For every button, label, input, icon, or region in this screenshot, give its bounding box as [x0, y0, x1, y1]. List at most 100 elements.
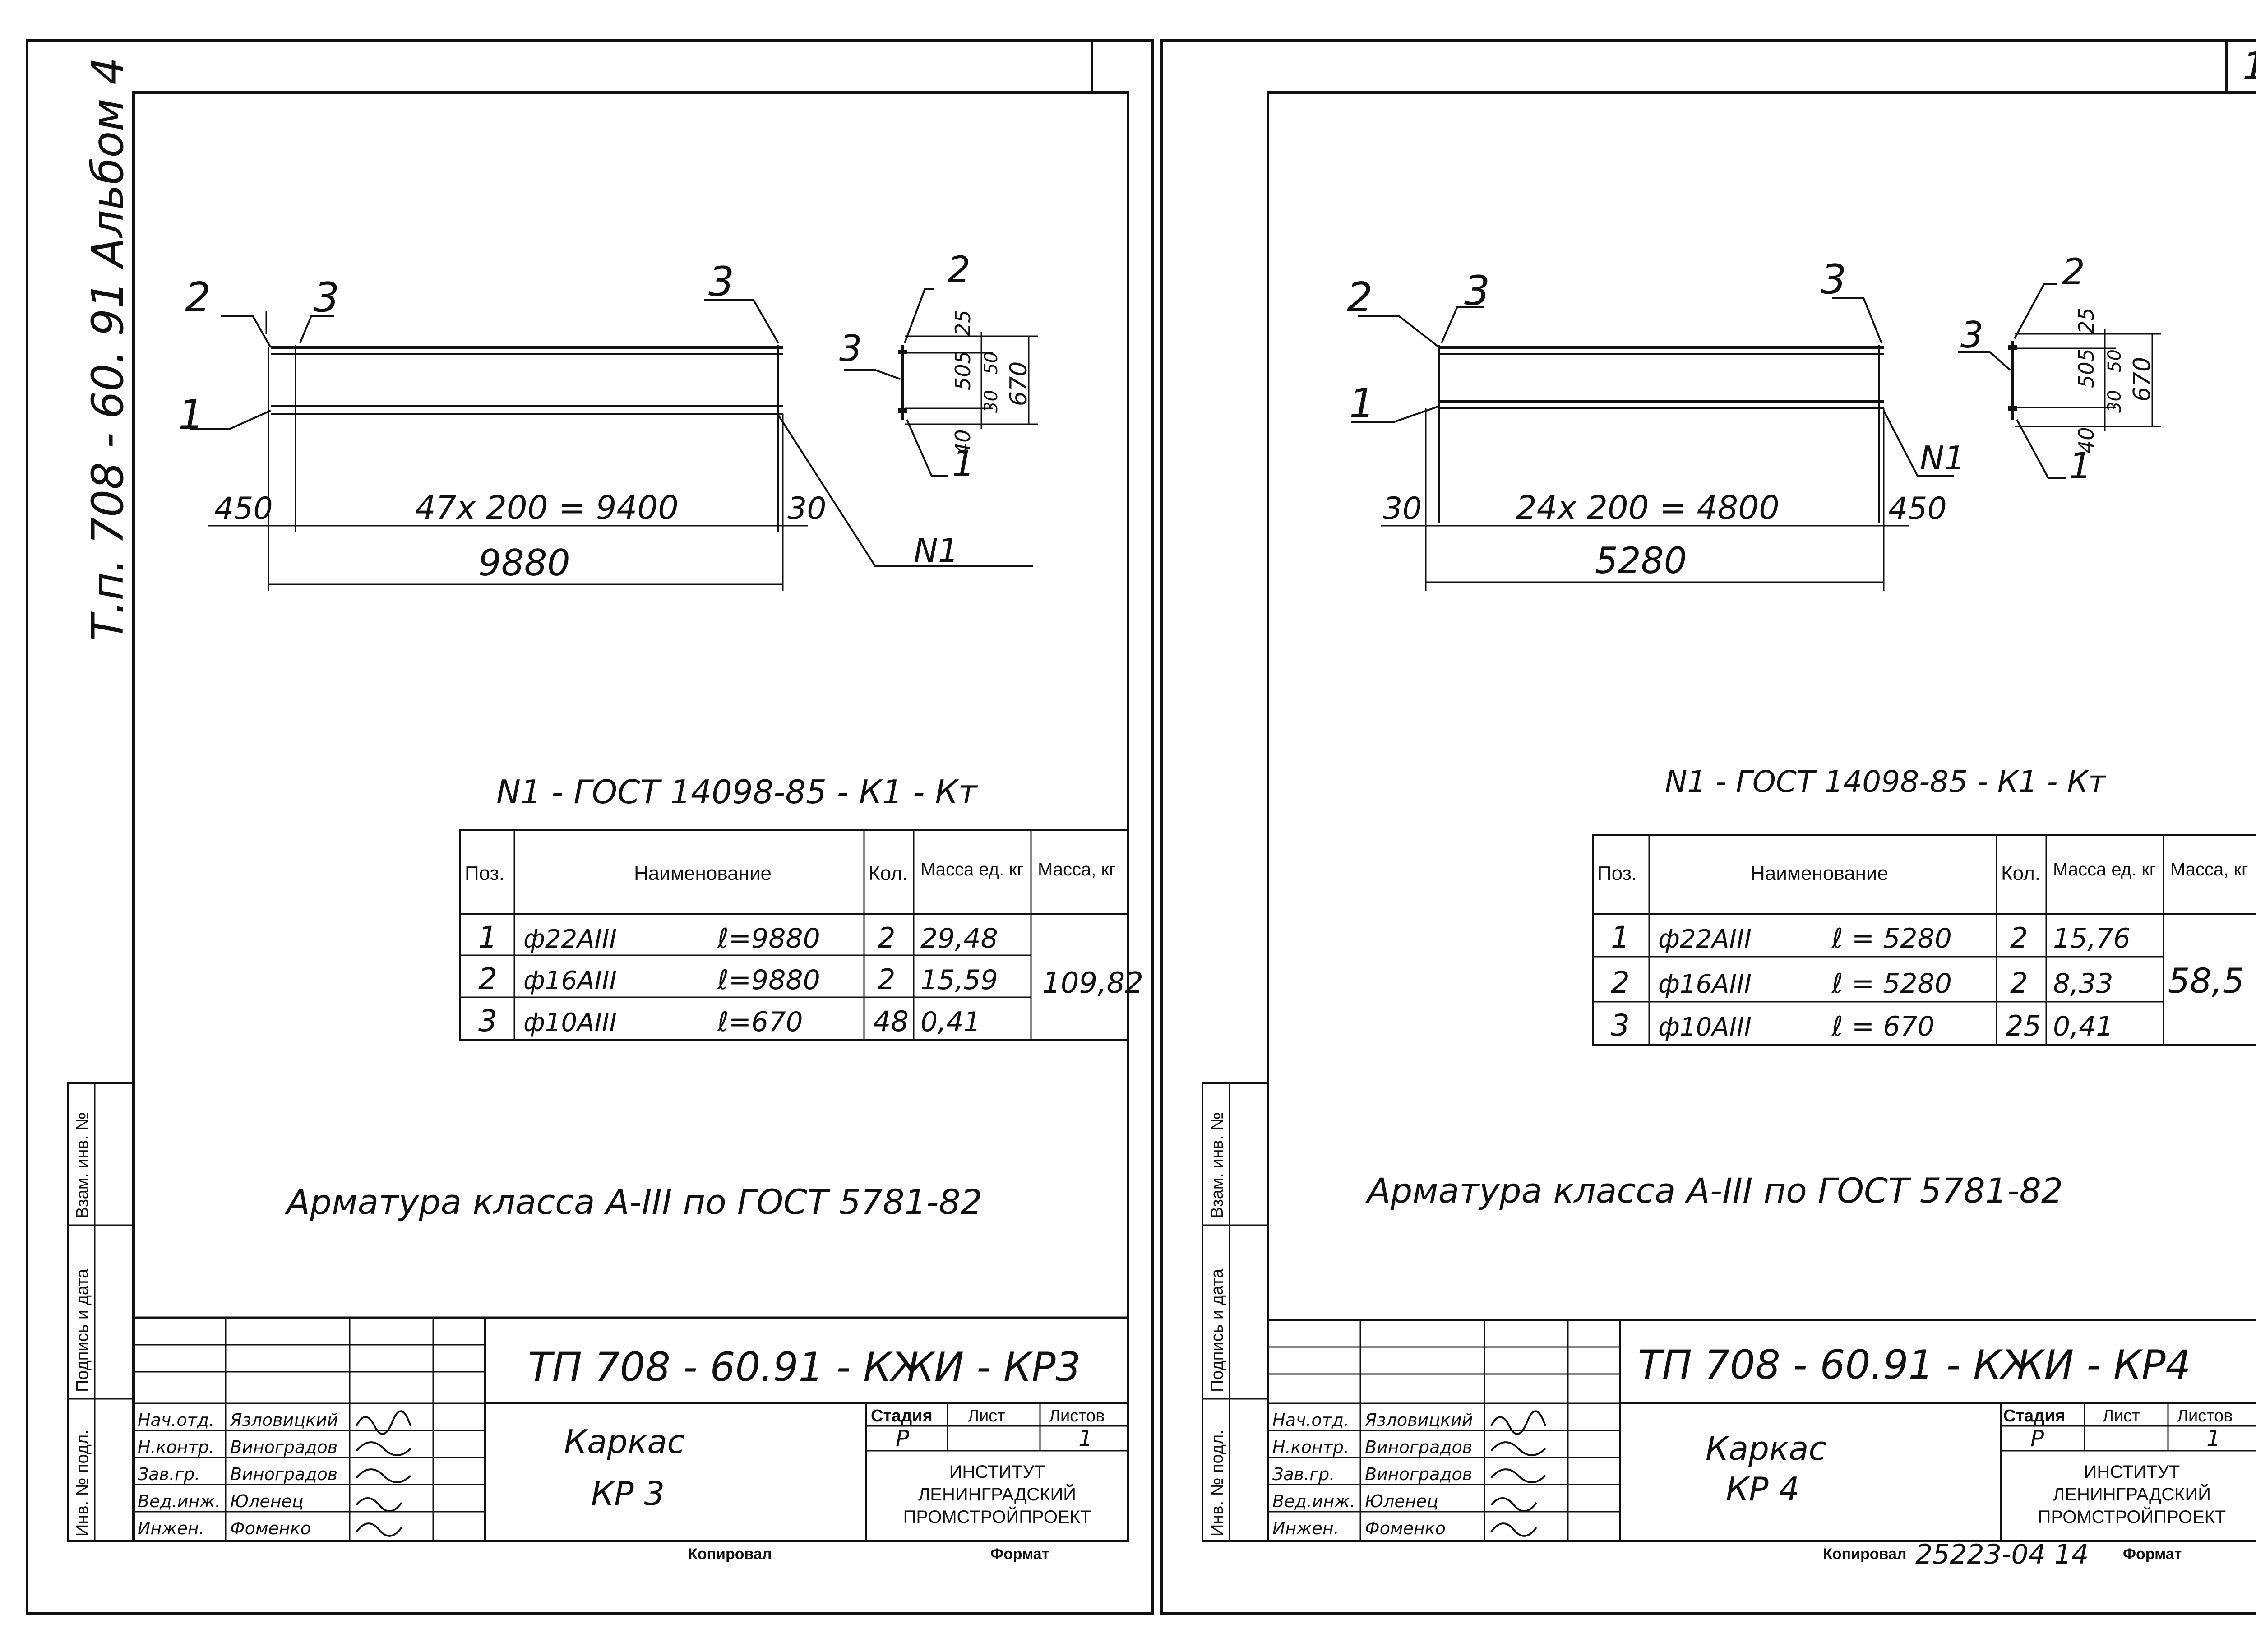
leader-3-left: [1441, 306, 1484, 343]
label-n1: N1: [1920, 439, 1965, 477]
sheets-value: 1: [1078, 1425, 1093, 1452]
section-label-pos3: 3: [1960, 314, 1983, 356]
org-line1: ИНСТИТУТ: [2084, 1462, 2180, 1482]
staff-name: Виноградов: [230, 1464, 337, 1484]
staff-name: Фоменко: [230, 1518, 311, 1538]
margin-inv-podl: Инв. № подл.: [1208, 1430, 1227, 1536]
margin-strip: Инв. № подл. Подпись и дата Взам. инв. №: [67, 1082, 134, 1542]
table-row-pos: 2: [478, 962, 497, 996]
section-dim-mid-small: 50: [2104, 349, 2125, 372]
page-number: 13: [2242, 44, 2256, 88]
section-label-pos2: 2: [2062, 251, 2085, 293]
staff-role: Инжен.: [138, 1518, 204, 1538]
section-leader-3: [844, 369, 901, 380]
table-row-length: ℓ=670: [717, 1006, 803, 1038]
stage-header: Стадия: [2003, 1407, 2065, 1425]
margin-podpis: Подпись и дата: [73, 1268, 92, 1392]
stage-value: Р: [896, 1425, 910, 1452]
sheet-header: Лист: [2103, 1407, 2140, 1425]
section-dim-mid-small: 50: [981, 352, 1002, 375]
staff-name: Юленец: [1365, 1491, 1438, 1511]
section-leader-2: [904, 288, 934, 343]
section-leader-1: [906, 419, 948, 477]
staff-role: Н.контр.: [138, 1437, 214, 1457]
staff-name: Виноградов: [1365, 1437, 1472, 1457]
section-label-pos1: 1: [2069, 445, 2092, 487]
table-row-pos: 1: [1611, 920, 1630, 955]
rebar-cross-section: 2 3 1 25 505 50 30 40 670: [839, 249, 1038, 485]
drawing-title-line1: Каркас: [1706, 1430, 1826, 1467]
label-pos2: 2: [1347, 274, 1373, 321]
table-header-unit-mass: Масса ед. кг: [920, 860, 1023, 879]
staff-role: Вед.инж.: [138, 1491, 221, 1511]
staff-name: Язловицкий: [230, 1410, 338, 1430]
drawing-title-line1: Каркас: [564, 1423, 685, 1461]
sheet-right: 13 2 3 3 1 N1 30 24x 200 = 4800 450: [1160, 39, 2256, 1615]
sheet-inner-frame: [132, 91, 1129, 1542]
table-header-name: Наименование: [634, 862, 772, 884]
section-dim-overall: 670: [2129, 357, 2156, 402]
drawing-title-line2: КР 4: [1726, 1470, 1799, 1508]
standard-note: N1 - ГОСТ 14098-85 - К1 - Кт: [1665, 764, 2107, 799]
rebar-elevation: 2 3 3 1 N1 30 24x 200 = 4800 450 5280: [1347, 256, 1965, 591]
label-pos3-right: 3: [708, 258, 734, 305]
sheets-value: 1: [2206, 1425, 2221, 1452]
sheet-outer-frame: [1160, 39, 2256, 1615]
staff-role: Зав.гр.: [1272, 1464, 1335, 1484]
material-note: Арматура класса А-III по ГОСТ 5781-82: [1365, 1171, 2063, 1211]
table-row-unit-mass: 8,33: [2053, 968, 2113, 1000]
label-pos3-right: 3: [1821, 256, 1846, 303]
sheets-header: Листов: [1049, 1407, 1105, 1425]
document-code: ТП 708 - 60.91 - КЖИ - КР4: [1638, 1342, 2191, 1388]
table-header-mass: Масса, кг: [1038, 860, 1116, 879]
staff-role: Нач.отд.: [138, 1410, 214, 1430]
table-row-length: ℓ=9880: [717, 964, 820, 996]
title-block: Нач.отд. Язловицкий Н.контр. Виноградов …: [132, 1316, 1129, 1542]
rebar-elevation: 2 3 3 1 N1 450 47x 200 = 9400 30 9880: [178, 258, 1033, 591]
table-row-length: ℓ=9880: [717, 923, 820, 954]
material-note: Арматура класса А-III по ГОСТ 5781-82: [284, 1182, 982, 1222]
leader-n1: [777, 414, 1033, 567]
margin-strip: Инв. № подл. Подпись и дата Взам. инв. №: [1202, 1082, 1269, 1542]
dim-right-offset: 450: [1888, 491, 1947, 527]
document-code: ТП 708 - 60.91 - КЖИ - КР3: [528, 1344, 1081, 1390]
staff-name: Виноградов: [1365, 1464, 1472, 1484]
standard-note: N1 - ГОСТ 14098-85 - К1 - Кт: [496, 773, 978, 811]
table-row-qty: 2: [878, 921, 895, 954]
section-label-pos3: 3: [839, 328, 862, 370]
stage-header: Стадия: [871, 1407, 933, 1425]
org-line3: ПРОМСТРОЙПРОЕКТ: [903, 1506, 1091, 1527]
sheet-left: Т.п. 708 - 60. 91 Альбом 4 2 3 3 1 N1: [26, 39, 1154, 1615]
table-row-name: ф10АIII: [1658, 1013, 1752, 1042]
table-row-name: ф16АIII: [1658, 970, 1752, 999]
table-total-mass: 58,5: [2168, 961, 2244, 1001]
leader-1: [190, 410, 271, 430]
staff-role: Зав.гр.: [138, 1464, 200, 1484]
table-row-name: ф22АIII: [523, 925, 617, 954]
table-row-pos: 3: [1611, 1008, 1630, 1043]
label-pos1: 1: [1349, 380, 1375, 427]
table-row-name: ф16АIII: [523, 966, 617, 995]
table-row-unit-mass: 29,48: [920, 923, 998, 954]
signatures: [356, 1410, 411, 1537]
section-label-pos1: 1: [952, 443, 975, 485]
margin-strip-border: [67, 1082, 134, 1542]
section-leader-1: [2016, 419, 2066, 479]
title-block-border: [132, 1316, 1129, 1542]
table-row-unit-mass: 15,59: [920, 964, 998, 996]
sheet-inner-frame: [1267, 91, 2256, 1542]
dim-left-offset: 450: [214, 491, 273, 527]
staff-role: Вед.инж.: [1272, 1491, 1355, 1511]
label-pos3-left: 3: [314, 274, 339, 321]
copied-label: Копировал: [688, 1546, 772, 1563]
table-row-qty: 2: [878, 963, 895, 996]
drawing-title-line2: КР 3: [591, 1475, 665, 1513]
staff-name: Фоменко: [1365, 1518, 1446, 1538]
margin-vzam: Взам. инв. №: [73, 1112, 92, 1218]
table-header-pos: Поз.: [465, 862, 504, 884]
dim-right-offset: 30: [787, 491, 827, 527]
table-row-length: ℓ = 5280: [1831, 923, 1952, 954]
stamp-number: 25223-04 14: [1915, 1539, 2089, 1570]
table-total-mass: 109,82: [1042, 967, 1143, 1000]
leader-n1: [1883, 410, 1954, 477]
